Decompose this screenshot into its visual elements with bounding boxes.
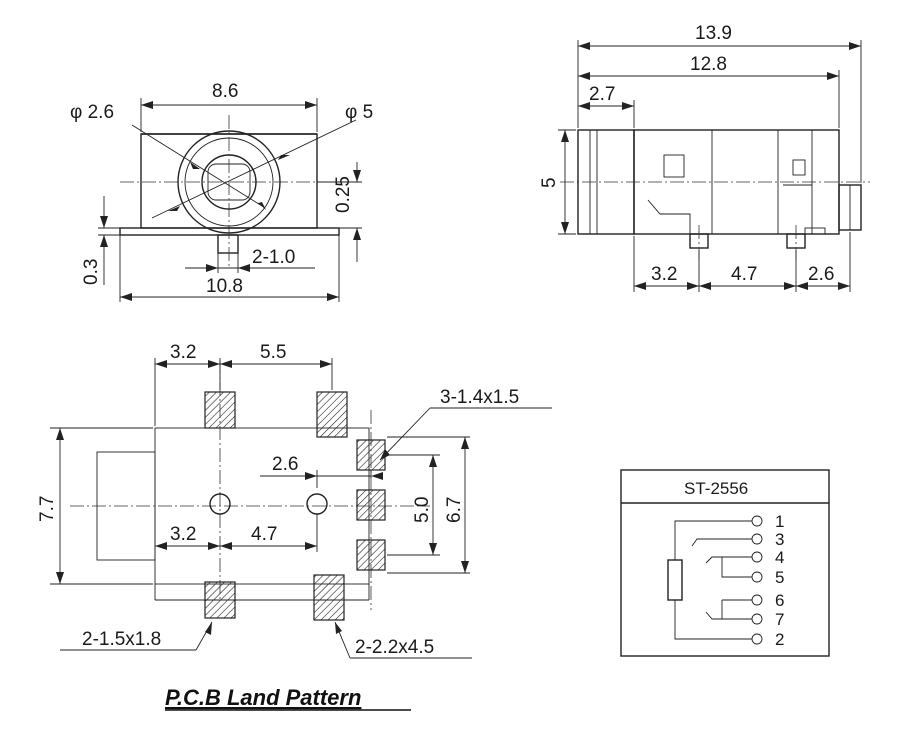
dim-top-right: 5.5 [260, 342, 286, 363]
dim-pin-a: 3.2 [651, 264, 677, 285]
pin-label-7: 7 [775, 610, 784, 629]
dim-left-height: 7.7 [37, 496, 58, 522]
dim-pin-width: 2-1.0 [252, 247, 295, 268]
pin-label-5: 5 [775, 568, 784, 587]
dim-base-height: 0.3 [81, 259, 102, 285]
dim-top-width: 8.6 [212, 81, 238, 102]
dim-pin-c: 2.6 [808, 264, 834, 285]
pin-label-3: 3 [775, 530, 784, 549]
dim-phi-small: φ 2.6 [70, 102, 114, 123]
pad-top-2 [316, 391, 348, 438]
sleeve-symbol [667, 559, 683, 601]
mount-hole-right [306, 493, 328, 515]
dim-pin-offset: 0.25 [333, 176, 354, 213]
pin-label-4: 4 [775, 548, 784, 567]
pad-top-1 [204, 391, 236, 429]
pin-label-1: 1 [775, 512, 784, 531]
front-pin [217, 234, 239, 254]
dim-top-left: 3.2 [170, 342, 196, 363]
schematic-part-number: ST-2556 [684, 479, 748, 498]
land-pattern-caption: P.C.B Land Pattern [165, 685, 361, 710]
schematic: ST-2556 1 3 4 5 6 7 2 [620, 469, 830, 657]
dim-height: 5 [539, 177, 560, 188]
pad-right-1 [356, 439, 386, 471]
dim-overall: 13.9 [695, 23, 732, 44]
dim-pads-right: 3-1.4x1.5 [440, 387, 519, 408]
front-view: 8.6 φ 2.6 φ 5 0.25 0.3 2-1.0 10.8 [70, 81, 373, 302]
land-pattern: 3.2 5.5 3-1.4x1.5 7.7 2.6 5.0 6 [37, 342, 552, 711]
dim-pads-bottom-left: 2-1.5x1.8 [82, 629, 161, 650]
schematic-frame [620, 469, 830, 657]
front-base [119, 227, 340, 236]
pad-bottom-2 [313, 574, 345, 621]
pin-label-2: 2 [775, 630, 784, 649]
dim-phi-large: φ 5 [345, 102, 373, 123]
dim-flange: 2.7 [589, 84, 615, 105]
dim-total-width: 10.8 [206, 276, 243, 297]
pad-right-3 [356, 539, 386, 571]
dim-hole-spacing: 2.6 [272, 454, 298, 475]
dim-body: 12.8 [690, 54, 727, 75]
dim-pin-b: 4.7 [731, 264, 757, 285]
dim-bottom-mid: 4.7 [251, 524, 277, 545]
dim-bottom-left: 3.2 [170, 524, 196, 545]
dim-inner-a: 5.0 [412, 497, 433, 523]
mount-hole-left [209, 493, 231, 515]
side-view: 13.9 12.8 2.7 5 3.2 4.7 2.6 [539, 23, 870, 292]
dim-inner-b: 6.7 [444, 497, 465, 523]
pad-bottom-1 [204, 581, 236, 619]
dim-pads-bottom-right: 2-2.2x4.5 [355, 637, 434, 658]
pad-right-2 [356, 489, 386, 521]
pin-label-6: 6 [775, 591, 784, 610]
